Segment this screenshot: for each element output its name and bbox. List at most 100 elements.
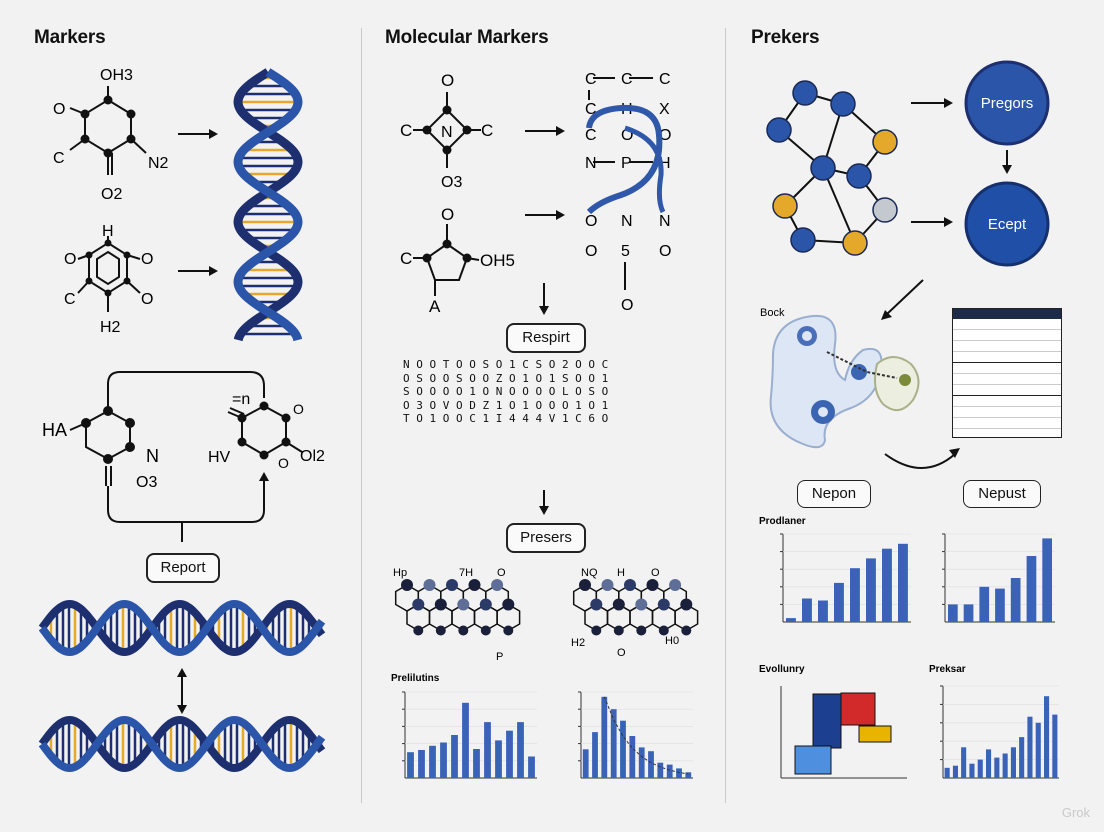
hex-lattice-1	[394, 579, 521, 636]
pregors-node[interactable]	[964, 60, 1050, 146]
blue-arc-1	[586, 104, 663, 215]
dna-helix-vertical	[233, 68, 303, 342]
chart-bar	[1052, 714, 1058, 778]
atom	[657, 598, 670, 611]
middle-panel: Molecular Markers O C N C O3	[363, 0, 725, 832]
cycle-arrowhead	[259, 472, 269, 481]
atom	[646, 579, 659, 591]
mol4-label-ol2: Ol2	[300, 448, 325, 465]
atom	[635, 598, 648, 611]
presers-label-box[interactable]: Presers	[506, 523, 586, 553]
dna-strand-front	[38, 599, 326, 657]
network-edge	[822, 167, 856, 244]
blue-arc-2	[624, 125, 666, 214]
atom	[613, 625, 624, 636]
chart-bar	[882, 548, 892, 622]
hex2-label-o: O	[651, 567, 660, 579]
chart-bar	[473, 749, 480, 778]
respirt-label-box[interactable]: Respirt	[506, 323, 586, 353]
hex2-label-o2: O	[617, 647, 626, 659]
mol1-label-c: C	[53, 150, 65, 167]
network-node	[872, 129, 898, 155]
network-node	[872, 197, 898, 223]
divider-2	[725, 28, 726, 803]
atom	[468, 579, 481, 591]
watermark: Grok	[1061, 805, 1090, 820]
chart-bar	[977, 759, 983, 778]
grid-letter: 5	[621, 243, 630, 260]
report-label-box[interactable]: Report	[146, 553, 220, 583]
chart-bar	[582, 749, 589, 778]
ecept-node[interactable]	[964, 181, 1050, 267]
chart-bar	[418, 750, 425, 778]
chart-bar	[648, 751, 654, 778]
network-node	[790, 227, 816, 253]
network-node	[766, 117, 792, 143]
right-panel: Prekers Pregors Ecept Bock	[727, 0, 1104, 832]
chart-bar	[676, 768, 682, 778]
node-network	[766, 80, 898, 256]
chart-bar	[850, 568, 860, 622]
chart-bar	[666, 764, 673, 778]
network-node	[846, 163, 872, 189]
ecept-node-label: Ecept	[988, 216, 1027, 233]
molecule-3	[69, 409, 131, 461]
chart-bar	[495, 740, 502, 778]
molecule-4	[227, 404, 303, 457]
chart-bar	[517, 722, 524, 778]
hex-lattice-2	[572, 579, 699, 636]
atom	[480, 625, 491, 636]
atom	[579, 579, 591, 591]
nepust-button[interactable]: Nepust	[963, 480, 1041, 508]
arrowhead-1	[209, 129, 218, 139]
cycle-frame-top	[107, 371, 265, 408]
chart-bar	[610, 709, 617, 778]
chart-bar	[969, 763, 975, 778]
atom	[491, 579, 504, 591]
chart-bar	[898, 543, 908, 622]
chart-bar	[1035, 722, 1041, 778]
mol2-label-o-right: O	[141, 251, 153, 268]
bar-chart-4	[942, 533, 1055, 623]
chart-bar	[961, 747, 967, 778]
chart-bar	[601, 696, 608, 778]
hex1-label-hp: Hp	[393, 567, 407, 579]
data-table	[952, 308, 1062, 438]
molecule-2	[77, 236, 141, 312]
atom	[658, 625, 669, 636]
mol1-label-o2: O2	[101, 186, 122, 203]
chart-bar	[429, 745, 436, 779]
network-node	[772, 193, 798, 219]
chart-bar	[979, 586, 990, 622]
chart-bar	[952, 765, 958, 778]
chart-bar	[451, 735, 458, 778]
grid-letter: O	[621, 297, 633, 314]
bar-chart-2	[578, 691, 693, 779]
atom	[590, 598, 603, 611]
hex2-label-nq: NQ	[581, 567, 598, 579]
mol3-label-n: N	[146, 446, 159, 466]
grid-letter: C	[659, 71, 671, 88]
grid-letter: C	[585, 101, 597, 118]
nepon-button[interactable]: Nepon	[797, 480, 871, 508]
chart3-title: Prodlaner	[759, 516, 806, 527]
chart5-title: Evollunry	[759, 664, 805, 675]
atom	[446, 579, 458, 591]
mol2-label-h: H	[102, 223, 114, 240]
left-panel-title: Markers	[34, 27, 106, 48]
chart-bar	[638, 747, 645, 778]
dna-helix-horizontal-2	[38, 715, 326, 773]
grid-letter: P	[621, 155, 632, 172]
chart-bar	[484, 722, 491, 778]
grid-letter: N	[659, 213, 671, 230]
chart-bar	[995, 588, 1005, 622]
mol2-label-c: C	[64, 291, 76, 308]
bar-chart-5	[940, 685, 1059, 779]
chart-bar	[802, 598, 812, 622]
left-panel: Markers OH3 O C N2 O2	[0, 0, 362, 832]
chart-bar	[1002, 753, 1008, 778]
dna-strand-back	[38, 599, 326, 657]
mol4-label-o-bottom: O	[278, 455, 289, 471]
